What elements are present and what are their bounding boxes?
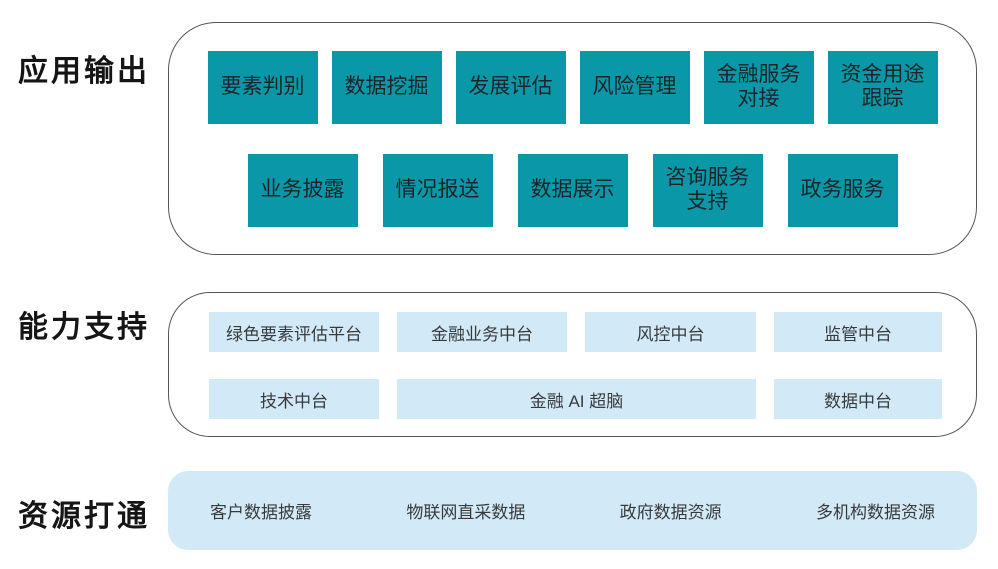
- app-output-box: 资金用途 跟踪: [827, 50, 938, 124]
- app-output-row-2: 业务披露 情况报送 数据展示 咨询服务 支持 政务服务: [169, 153, 976, 227]
- section-label-resources: 资源打通: [18, 500, 150, 533]
- app-output-box: 金融服务 对接: [703, 50, 814, 124]
- app-output-box: 政务服务: [787, 153, 898, 227]
- app-output-row-1: 要素判别 数据挖掘 发展评估 风险管理 金融服务 对接 资金用途 跟踪: [169, 50, 976, 124]
- capability-box: 风控中台: [585, 312, 756, 352]
- capability-box: 金融业务中台: [397, 312, 567, 352]
- resource-item: 客户数据披露: [210, 503, 312, 522]
- app-output-box: 业务披露: [247, 153, 358, 227]
- section-label-app-output: 应用输出: [18, 55, 150, 88]
- app-output-box: 发展评估: [455, 50, 566, 124]
- app-output-panel: 要素判别 数据挖掘 发展评估 风险管理 金融服务 对接 资金用途 跟踪 业务披露…: [168, 22, 977, 255]
- resources-band: 客户数据披露 物联网直采数据 政府数据资源 多机构数据资源: [168, 471, 977, 550]
- app-output-box: 数据展示: [517, 153, 628, 227]
- app-output-box: 情况报送: [382, 153, 493, 227]
- resource-item: 多机构数据资源: [815, 503, 935, 522]
- app-output-box: 数据挖掘: [331, 50, 442, 124]
- capability-box: 绿色要素评估平台: [209, 312, 379, 352]
- resource-item: 物联网直采数据: [406, 503, 526, 522]
- capability-box: 监管中台: [774, 312, 942, 352]
- capability-box: 数据中台: [774, 379, 942, 419]
- section-label-capability: 能力支持: [18, 311, 150, 344]
- capability-box: 技术中台: [209, 379, 379, 419]
- capability-panel: 绿色要素评估平台 金融业务中台 风控中台 监管中台 技术中台 金融 AI 超脑 …: [168, 292, 977, 437]
- app-output-box: 要素判别: [207, 50, 318, 124]
- capability-box-wide: 金融 AI 超脑: [397, 379, 756, 419]
- resource-item: 政府数据资源: [619, 503, 722, 522]
- app-output-box: 风险管理: [579, 50, 690, 124]
- app-output-box: 咨询服务 支持: [652, 153, 763, 227]
